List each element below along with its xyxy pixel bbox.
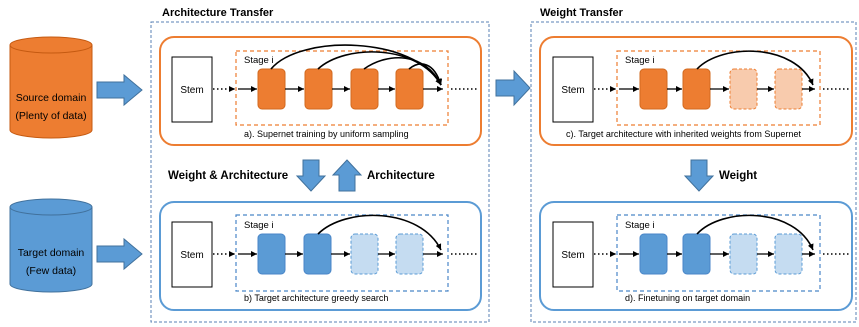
panel-b-greedy-search: Stem Stage i b) Target architecture gree… [159, 201, 482, 311]
source-cylinder-body [9, 45, 93, 139]
target-cylinder-top [9, 198, 93, 216]
stage-label: Stage i [625, 220, 655, 231]
panel-caption: c). Target architecture with inherited w… [566, 129, 801, 139]
stem-box [171, 221, 213, 288]
block-4 [395, 68, 424, 110]
architecture-transfer-title: Architecture Transfer [162, 7, 274, 19]
block-3 [729, 68, 758, 110]
block-1 [257, 233, 286, 275]
source-domain-cylinder: Source domain (Plenty of data) [9, 36, 93, 139]
stage-label: Stage i [625, 55, 655, 66]
panel-c-inherited-weights: Stem Stage i c). Target architecture wit… [539, 36, 853, 146]
block-3 [350, 233, 379, 275]
skip-connection-arc [408, 63, 443, 86]
block-4 [774, 68, 803, 110]
skip-connection-arc [696, 214, 814, 251]
skip-connection-arc [363, 57, 442, 86]
stem-box [552, 221, 594, 288]
block-2 [304, 68, 333, 110]
stage-box [616, 214, 821, 292]
stem-label: Stem [561, 250, 584, 261]
weight-label: Weight [719, 170, 757, 182]
block-2 [682, 68, 711, 110]
source-domain-sublabel: (Plenty of data) [15, 110, 86, 122]
weight-down-arrow [683, 159, 715, 192]
block-1 [639, 68, 668, 110]
block-3 [350, 68, 379, 110]
block-2 [303, 233, 332, 275]
stem-label: Stem [561, 85, 584, 96]
target-domain-sublabel: (Few data) [26, 265, 76, 277]
stage-label: Stage i [244, 55, 274, 66]
stem-box [171, 56, 213, 123]
block-4 [395, 233, 424, 275]
weight-transfer-box [530, 21, 857, 323]
panel-caption: b) Target architecture greedy search [244, 293, 388, 303]
block-1 [257, 68, 286, 110]
architecture-up-arrow [331, 159, 363, 192]
block-3 [729, 233, 758, 275]
source-cylinder-top [9, 36, 93, 54]
block-4 [774, 233, 803, 275]
skip-connection-arc [317, 51, 442, 86]
skip-connection-arc [317, 214, 442, 251]
target-domain-label: Target domain [18, 247, 85, 259]
block-1 [639, 233, 668, 275]
panel-d-finetuning: Stem Stage i d). Finetuning on target do… [539, 201, 853, 311]
target-to-search-arrow [96, 237, 143, 271]
stage-box [235, 50, 449, 126]
panel-a-supernet-training: Stem Stage i a). Supernet training by un… [159, 36, 482, 146]
architecture-transfer-box [150, 21, 490, 323]
panel-caption: a). Supernet training by uniform samplin… [244, 129, 409, 139]
architecture-label: Architecture [367, 170, 435, 182]
architecture-to-weight-transfer-arrow [495, 69, 531, 107]
stage-box [616, 50, 821, 126]
stem-label: Stem [180, 250, 203, 261]
weight-architecture-down-arrow [295, 159, 327, 192]
skip-connection-arc [696, 50, 814, 86]
target-cylinder-body [9, 207, 93, 293]
panel-caption: d). Finetuning on target domain [625, 293, 750, 303]
stem-box [552, 56, 594, 123]
stage-label: Stage i [244, 220, 274, 231]
block-2 [682, 233, 711, 275]
target-domain-cylinder: Target domain (Few data) [9, 198, 93, 293]
source-to-supernet-arrow [96, 73, 143, 107]
stem-label: Stem [180, 85, 203, 96]
weight-architecture-label: Weight & Architecture [168, 170, 288, 182]
source-domain-label: Source domain [16, 92, 87, 104]
stage-box [235, 214, 449, 292]
weight-transfer-title: Weight Transfer [540, 7, 624, 19]
